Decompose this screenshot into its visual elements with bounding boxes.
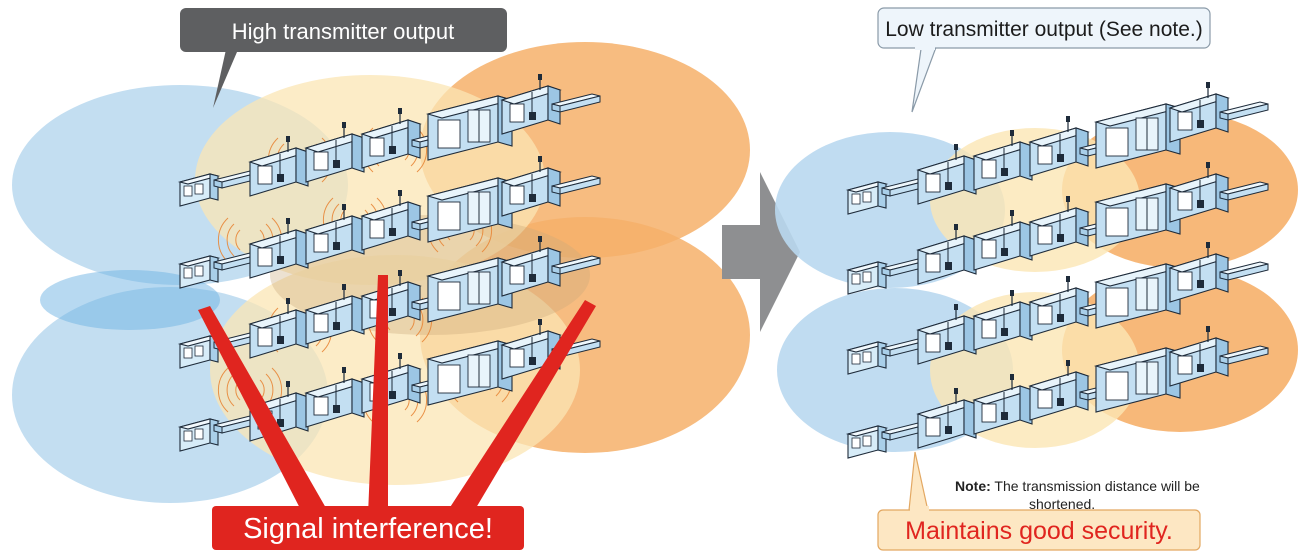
- note-text-line2: shortened.: [1029, 496, 1096, 512]
- high-output-callout: High transmitter output: [180, 8, 507, 108]
- low-output-label: Low transmitter output (See note.): [885, 18, 1203, 41]
- interference-beams: [198, 275, 596, 518]
- note-text-line1: The transmission distance will be: [994, 478, 1200, 494]
- signal-interference-banner: Signal interference!: [212, 506, 524, 550]
- left-overlap-zone-blue: [40, 270, 220, 330]
- note-prefix: Note:: [955, 478, 991, 494]
- left-panel: High transmitter output Signal interfere…: [12, 8, 750, 550]
- signal-interference-label: Signal interference!: [243, 513, 493, 545]
- good-security-callout: Maintains good security.: [877, 451, 1201, 551]
- high-output-label: High transmitter output: [232, 19, 455, 44]
- right-panel: Low transmitter output (See note.) Maint…: [775, 7, 1298, 551]
- low-output-callout: Low transmitter output (See note.): [877, 7, 1211, 113]
- good-security-label: Maintains good security.: [905, 517, 1173, 545]
- transition-arrow: [722, 172, 800, 332]
- transmission-note: Note: The transmission distance will be …: [955, 477, 1295, 513]
